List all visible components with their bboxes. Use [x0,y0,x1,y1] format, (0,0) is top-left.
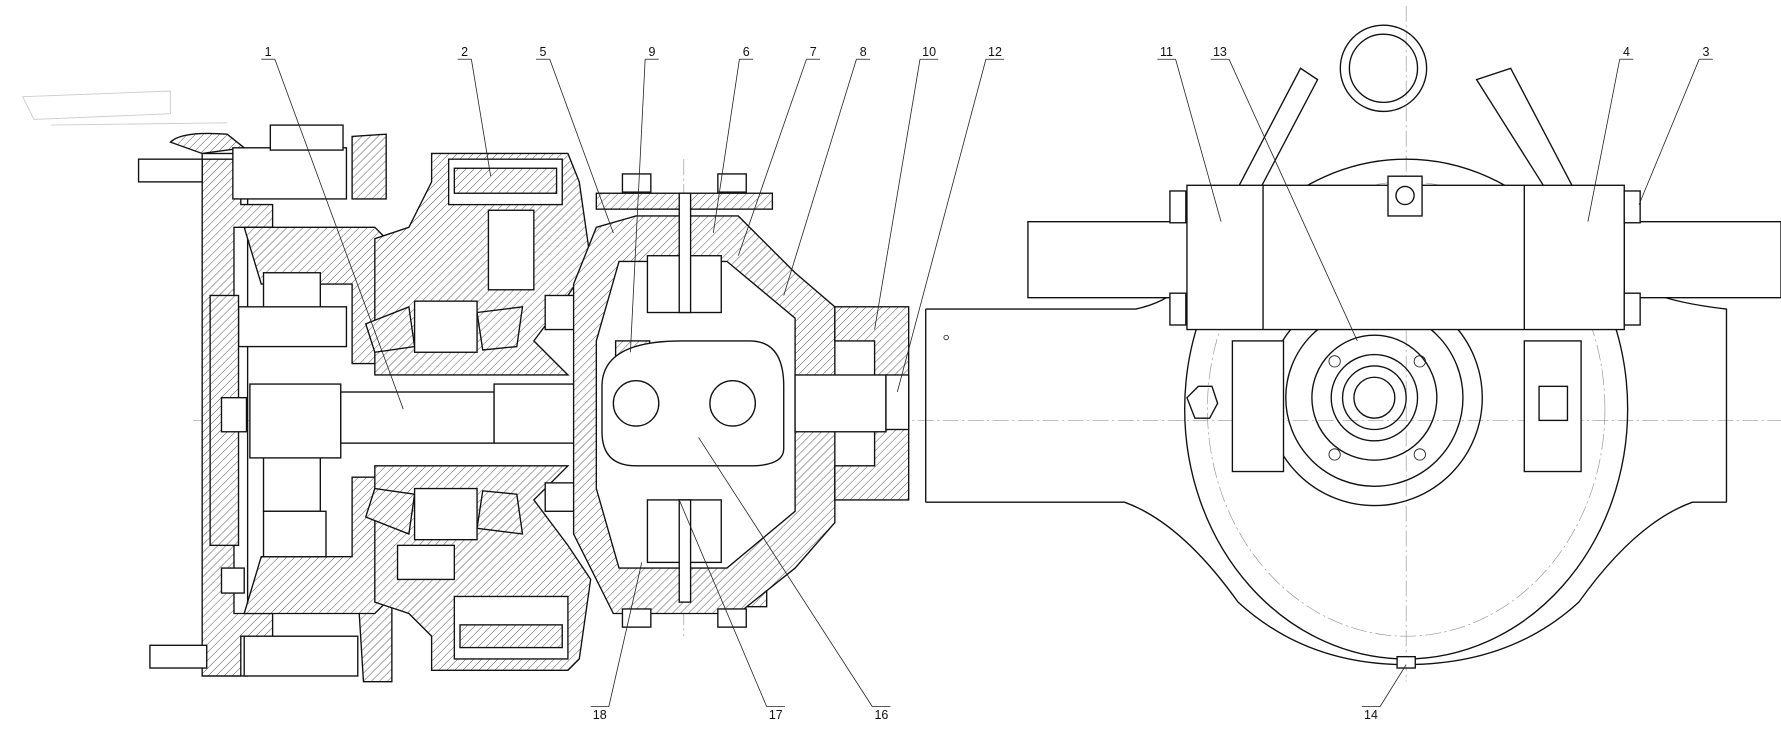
callout-4: 4 [1587,45,1634,222]
callout-label: 1 [265,45,272,59]
sketch-outline [21,90,228,126]
callout-2: 2 [457,45,492,177]
callout-14: 14 [1361,664,1407,722]
callout-6: 6 [712,45,754,234]
callout-label: 2 [461,45,468,59]
callout-16: 16 [698,437,891,722]
callout-13: 13 [1210,45,1358,342]
callout-label: 6 [743,45,750,59]
axle-shaft [249,383,586,459]
callout-11: 11 [1157,45,1222,222]
callout-label: 11 [1160,45,1173,59]
callout-label: 18 [593,708,607,722]
callout-18: 18 [590,562,643,722]
callout-1: 1 [261,45,404,410]
callout-label: 10 [922,45,936,59]
differential-housing-end-view [1027,24,1781,669]
callout-label: 7 [810,45,817,59]
callout-3: 3 [1638,45,1713,205]
callout-17: 17 [678,499,785,722]
callout-label: 8 [860,45,867,59]
callout-7: 7 [737,45,821,256]
knuckle-joint [572,173,910,628]
callout-5: 5 [536,45,614,234]
callout-10: 10 [874,45,939,330]
callout-label: 14 [1364,708,1378,722]
callout-12: 12 [896,45,1005,393]
callout-label: 9 [648,45,655,59]
callout-label: 5 [539,45,546,59]
callout-label: 13 [1213,45,1227,59]
callout-label: 16 [874,708,888,722]
axle-beam [925,283,1728,666]
callout-9: 9 [629,45,659,353]
callout-label: 17 [769,708,783,722]
callout-label: 3 [1703,45,1710,59]
axle-housing-section [364,152,597,671]
callout-label: 12 [988,45,1002,59]
callout-label: 4 [1623,45,1630,59]
callout-8: 8 [783,45,871,296]
